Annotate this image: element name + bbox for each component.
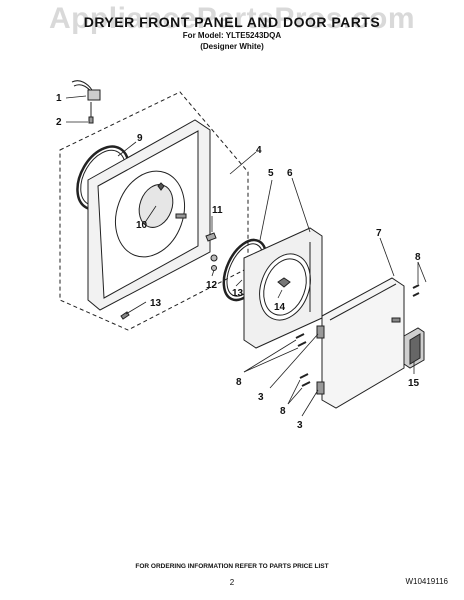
watermark-text: AppliancePartsPros.com (48, 2, 416, 35)
callout-7: 7 (376, 228, 382, 239)
page-title: DRYER FRONT PANEL AND DOOR PARTS (83, 14, 381, 30)
front-panel-illustration (87, 119, 211, 311)
callout-4: 4 (256, 145, 262, 156)
callout-5: 5 (268, 168, 274, 179)
door-handle-illustration (403, 327, 425, 369)
callout-12: 12 (206, 280, 218, 291)
callout-2: 2 (56, 117, 62, 128)
document-number: W10419116 (405, 577, 448, 586)
callout-6: 6 (287, 168, 293, 179)
callout-9: 9 (137, 133, 143, 144)
wire-harness-illustration (71, 80, 101, 124)
leader-lines (65, 95, 427, 417)
callout-3-upper: 3 (258, 392, 264, 403)
callout-14: 14 (274, 302, 286, 313)
front-panel-outline (59, 91, 249, 331)
variant-label: (Designer White) (200, 42, 264, 51)
callout-10: 10 (136, 220, 148, 231)
callout-3-lower: 3 (297, 420, 303, 431)
callout-15: 15 (408, 378, 420, 389)
callout-1: 1 (56, 93, 62, 104)
model-line: For Model: YLTE5243DQA (182, 31, 282, 40)
ordering-info-note: FOR ORDERING INFORMATION REFER TO PARTS … (135, 563, 329, 570)
callout-8-top-right: 8 (415, 252, 421, 263)
page-number: 2 (229, 578, 235, 587)
callout-11: 11 (212, 205, 223, 216)
callout-8-left: 8 (236, 377, 242, 388)
callout-13-door: 13 (232, 288, 244, 299)
callout-13-panel: 13 (150, 298, 162, 309)
outer-door-illustration (321, 277, 405, 409)
callout-8-lower: 8 (280, 406, 286, 417)
inner-door-illustration (243, 227, 323, 349)
strike-bracket (205, 232, 217, 242)
